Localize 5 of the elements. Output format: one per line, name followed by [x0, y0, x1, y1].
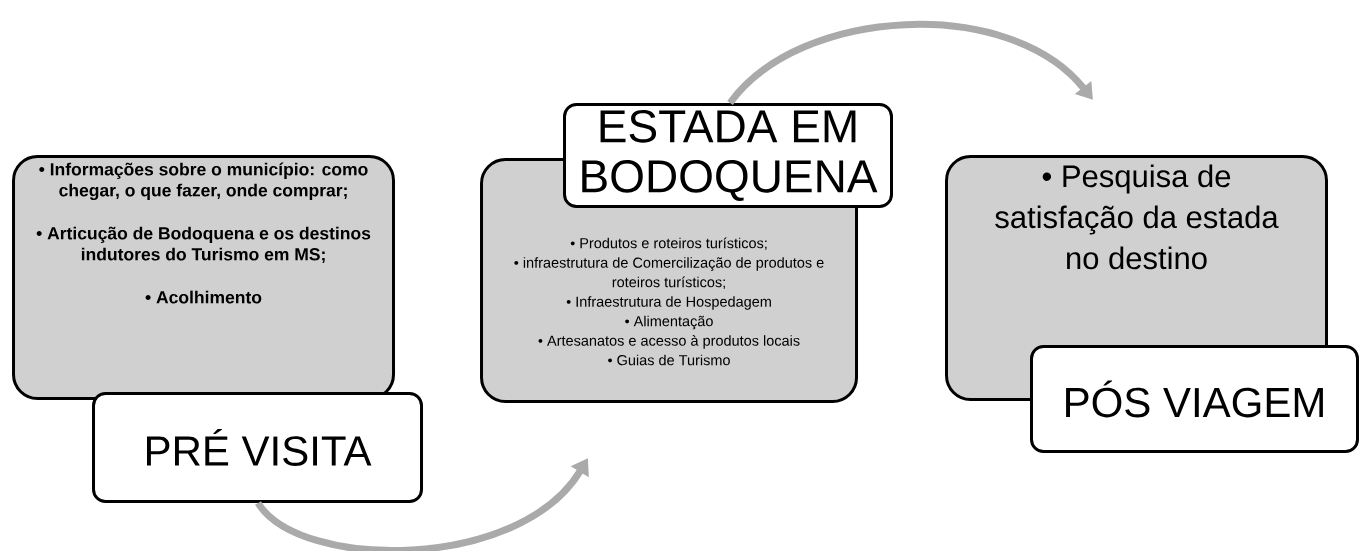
curved-arrow: [727, 21, 1093, 106]
stage-title-box: PRÉ VISITA: [92, 392, 423, 503]
content-box: • Informações sobre o município: como chegar, o que fazer, onde comprar; • Articução de Bodoquena e os destinos indutores do Turismo em MS; • Acolhimento: [12, 155, 395, 400]
stage-title-box: PÓS VIAGEM: [1030, 345, 1359, 453]
stage-title-box: ESTADA EM BODOQUENA: [563, 103, 893, 208]
